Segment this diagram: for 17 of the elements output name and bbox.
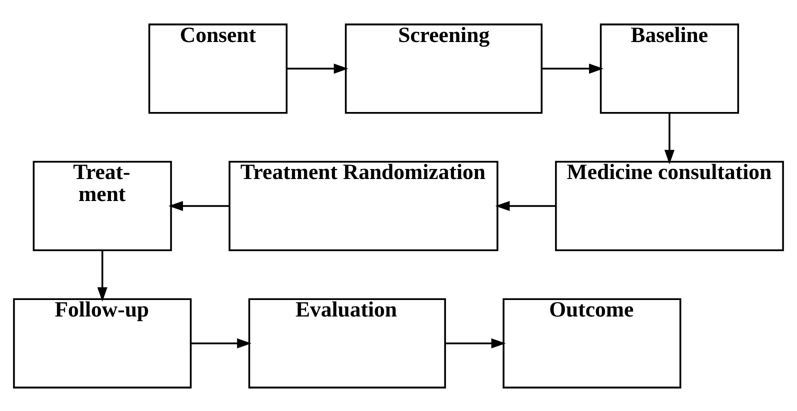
- node-box: Consent: [148, 23, 288, 114]
- arrow: [495, 200, 556, 211]
- arrow: [168, 200, 230, 211]
- node-box: Baseline: [600, 23, 740, 114]
- arrow: [664, 112, 675, 164]
- arrow: [445, 338, 506, 348]
- arrow: [97, 250, 108, 302]
- node-box: Evaluation: [248, 298, 446, 388]
- arrow: [190, 338, 252, 348]
- node-box: Medicine consultation: [555, 160, 784, 251]
- node-box: Follow-up: [13, 298, 192, 388]
- node-box: Screening: [344, 23, 543, 114]
- node-box: Treatment Randomization: [228, 160, 498, 251]
- node-box: Treat- ment: [32, 160, 172, 251]
- node-box: Outcome: [502, 298, 682, 388]
- arrow: [286, 63, 348, 74]
- arrow: [542, 63, 604, 74]
